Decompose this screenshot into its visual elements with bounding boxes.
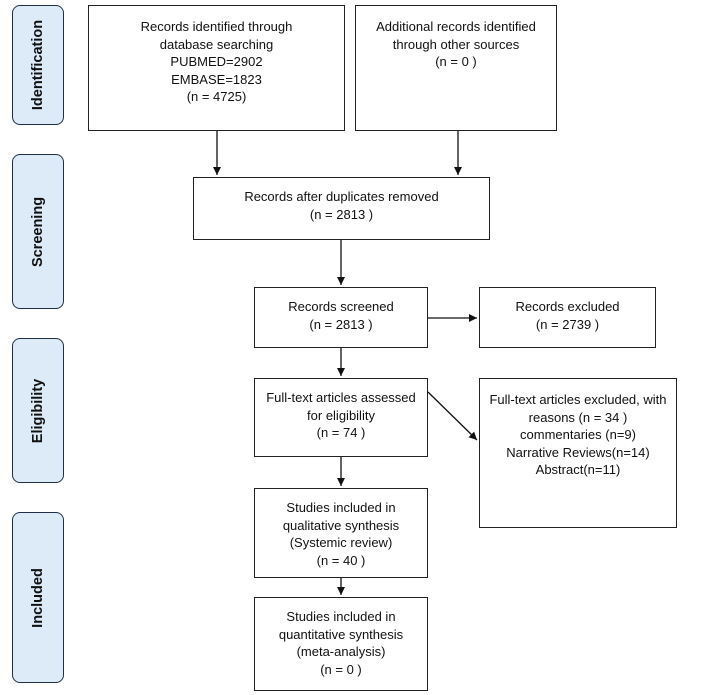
stage-included: Included [12,512,64,683]
box-text-line: (n = 2813 ) [309,206,374,222]
box-text-line: Studies included in [286,609,396,624]
box-text-line: (n = 0 ) [435,54,477,69]
box-text-line: (n = 2739 ) [535,316,600,332]
stage-identification: Identification [12,5,64,125]
box-text-line: Studies included in [286,500,396,515]
box-text-line: reasons (n = 34 ) [528,409,628,425]
box-database-records: Records identified through database sear… [88,5,345,131]
box-text-line: Records identified through [140,19,293,34]
box-other-sources: Additional records identified through ot… [355,5,557,131]
box-text-line: Narrative Reviews(n=14) [506,444,650,460]
box-text-line: through other sources [392,36,520,52]
box-records-screened: Records screened (n = 2813 ) [254,287,428,348]
box-quantitative-synthesis: Studies included in quantitative synthes… [254,597,428,691]
stage-screening: Screening [12,154,64,309]
box-text-line: (n = 40 ) [316,552,366,568]
box-text-line: (n = 0 ) [320,661,362,677]
box-text-line: Records excluded [515,299,620,314]
box-text-line: PUBMED=2902 [170,54,263,69]
box-text-line: Additional records identified [376,19,536,34]
box-text-line: (n = 74 ) [316,425,366,440]
box-text-line: EMBASE=1823 [171,71,262,87]
box-text-line: (n = 4725) [186,89,247,104]
box-text-line: Records screened [288,299,394,314]
box-fulltext-excluded: Full-text articles excluded, with reason… [479,378,677,528]
box-fulltext-assessed: Full-text articles assessed for eligibil… [254,378,428,457]
box-text-line: quantitative synthesis [278,626,404,642]
box-records-excluded: Records excluded (n = 2739 ) [479,287,656,348]
box-text-line: (n = 2813 ) [309,316,373,332]
box-text-line: for eligibility [307,407,375,423]
box-qualitative-synthesis: Studies included in qualitative synthesi… [254,488,428,578]
arrow-fulltext-to-excluded [427,391,478,441]
box-text-line: Full-text articles assessed [266,390,416,405]
stage-eligibility: Eligibility [12,338,64,483]
box-text-line: Full-text articles excluded, with [489,392,667,407]
box-text-line: (Systemic review) [289,535,393,550]
box-after-duplicates: Records after duplicates removed (n = 28… [193,177,490,240]
box-text-line: (meta-analysis) [296,644,386,659]
box-text-line: database searching [159,36,274,52]
box-text-line: Records after duplicates removed [244,189,439,204]
box-text-line: qualitative synthesis [282,517,400,533]
box-text-line: Abstract(n=11) [535,462,621,477]
box-text-line: commentaries (n=9) [520,427,636,442]
